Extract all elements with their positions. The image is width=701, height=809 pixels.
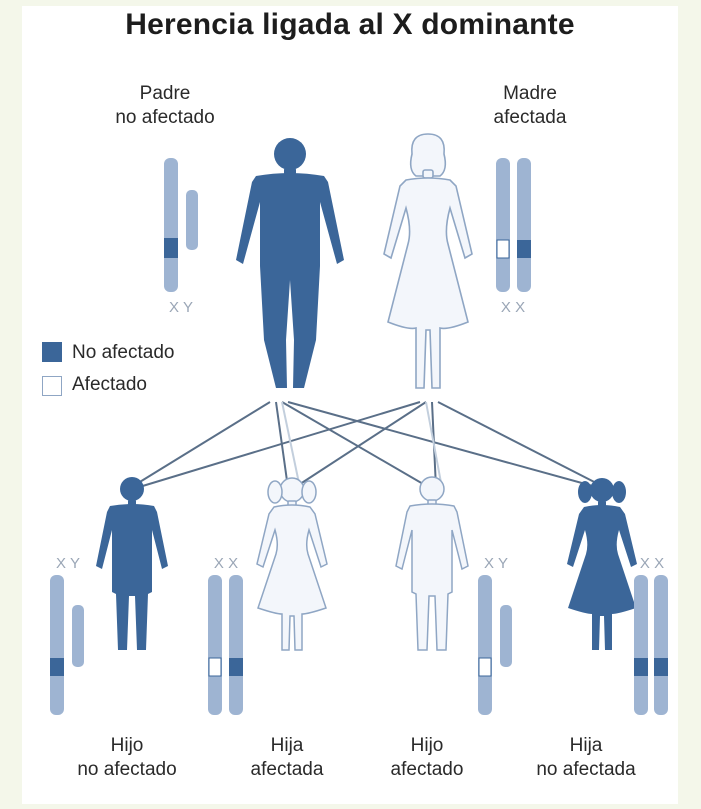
legend-unaffected-swatch [42,342,62,362]
child1-chromosome-letters: X Y [46,552,90,576]
child2-chromosomes [208,575,243,715]
child4-label-line2: no afectada [506,758,666,782]
child3-label: Hijo afectado [362,734,492,782]
legend-unaffected-label: No afectado [72,342,174,364]
father-chromosomes [164,158,198,292]
child3-chromosomes [478,575,512,715]
child1-label-line1: Hijo [52,734,202,758]
child1-label: Hijo no afectado [52,734,202,782]
mother-chromosomes [496,158,531,292]
mother-label-line1: Madre [460,82,600,106]
child2-label-line1: Hija [222,734,352,758]
father-chromosome-letters: X Y [156,296,206,320]
child1-chromosomes [50,575,84,715]
father-label: Padre no afectado [90,82,240,130]
mother-figure [384,134,472,388]
child3-label-line1: Hijo [362,734,492,758]
child2-label: Hija afectada [222,734,352,782]
father-label-line2: no afectado [90,106,240,130]
child2-label-line2: afectada [222,758,352,782]
legend-affected-label: Afectado [72,374,147,396]
inheritance-lines [130,402,606,488]
child4-chromosome-letters: X X [630,552,674,576]
mother-label-line2: afectada [460,106,600,130]
son-affected-figure [396,477,468,650]
daughter-affected-figure [257,478,327,650]
son-unaffected-figure [96,477,168,650]
mother-chromosome-letters: X X [488,296,538,320]
child3-chromosome-letters: X Y [474,552,518,576]
child1-label-line2: no afectado [52,758,202,782]
child2-chromosome-letters: X X [204,552,248,576]
child4-label: Hija no afectada [506,734,666,782]
legend-affected-swatch [42,376,62,396]
child3-label-line2: afectado [362,758,492,782]
father-figure [236,138,344,388]
mother-label: Madre afectada [460,82,600,130]
child4-chromosomes [634,575,668,715]
daughter-unaffected-figure [567,478,637,650]
father-label-line1: Padre [90,82,240,106]
child4-label-line1: Hija [506,734,666,758]
